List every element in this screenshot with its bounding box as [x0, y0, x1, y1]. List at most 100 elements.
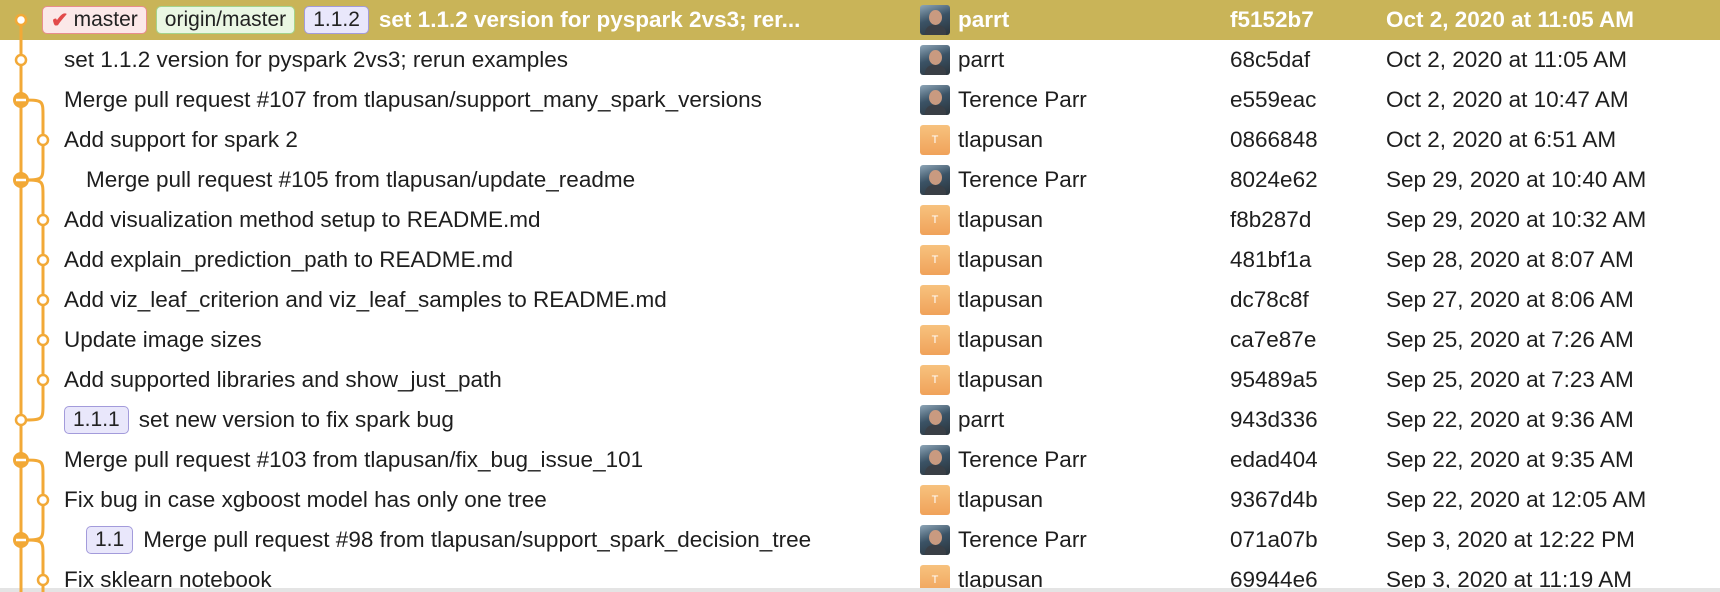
- commit-date: Sep 3, 2020 at 11:19 AM: [1386, 567, 1633, 592]
- commit-date: Sep 25, 2020 at 7:23 AM: [1386, 367, 1634, 392]
- remote-branch-badge[interactable]: origin/master: [155, 6, 296, 34]
- commit-row[interactable]: Fix bug in case xgboost model has only o…: [0, 480, 1720, 520]
- commit-graph: [13, 13, 50, 592]
- branch-badge[interactable]: ✔master: [42, 6, 147, 34]
- commit-row[interactable]: Add supported libraries and show_just_pa…: [0, 360, 1720, 400]
- commit-row[interactable]: Add explain_prediction_path to README.md…: [0, 240, 1720, 280]
- commit-date: Oct 2, 2020 at 11:05 AM: [1386, 47, 1627, 72]
- commit-subject-cell: Merge pull request #103 from tlapusan/fi…: [64, 440, 643, 480]
- avatar-photo-icon: [920, 525, 950, 555]
- commit-date: Oct 2, 2020 at 6:51 AM: [1386, 127, 1617, 152]
- commit-row[interactable]: Merge pull request #107 from tlapusan/su…: [0, 80, 1720, 120]
- commit-subject: set new version to fix spark bug: [138, 407, 454, 432]
- ref-badges: ✔master origin/master 1.1.2: [42, 6, 369, 34]
- tag-badge[interactable]: 1.1.1: [64, 406, 129, 434]
- commit-author: tlapusan: [958, 487, 1044, 512]
- commit-subject: Fix bug in case xgboost model has only o…: [64, 487, 547, 512]
- commit-subject-cell: Add viz_leaf_criterion and viz_leaf_samp…: [64, 280, 667, 320]
- graph-commit-node: [14, 13, 28, 27]
- commit-subject: Merge pull request #105 from tlapusan/up…: [86, 167, 636, 192]
- graph-commit-node: [14, 413, 28, 427]
- commit-subject: Merge pull request #103 from tlapusan/fi…: [64, 447, 644, 472]
- commit-date: Sep 25, 2020 at 7:26 AM: [1386, 327, 1634, 352]
- commit-subject: Add explain_prediction_path to README.md: [64, 247, 514, 272]
- commit-sha: 481bf1a: [1230, 247, 1312, 272]
- graph-commit-node: [36, 213, 50, 227]
- commit-sha: 8024e62: [1230, 167, 1318, 192]
- ref-label: master: [73, 8, 138, 31]
- avatar-photo-icon: [920, 445, 950, 475]
- commit-subject-cell: Fix bug in case xgboost model has only o…: [64, 480, 547, 520]
- commit-author-cell: Terence Parr: [920, 80, 1087, 120]
- commit-date: Oct 2, 2020 at 11:05 AM: [1386, 7, 1635, 32]
- ref-badges: 1.1.1: [64, 406, 129, 434]
- commit-sha: f8b287d: [1230, 207, 1312, 232]
- avatar-photo-icon: [920, 405, 950, 435]
- commit-row[interactable]: Merge pull request #103 from tlapusan/fi…: [0, 440, 1720, 480]
- commit-sha: 95489a5: [1230, 367, 1318, 392]
- commit-subject-cell: ✔master origin/master 1.1.2 set 1.1.2 versi…: [42, 0, 800, 40]
- ref-label: 1.1.2: [313, 8, 360, 31]
- commit-row[interactable]: Add viz_leaf_criterion and viz_leaf_samp…: [0, 280, 1720, 320]
- commit-subject-cell: Add explain_prediction_path to README.md: [64, 240, 513, 280]
- list-bottom-border: [0, 588, 1720, 592]
- commit-subject-cell: Add visualization method setup to README…: [64, 200, 540, 240]
- commit-author-cell: Terence Parr: [920, 440, 1087, 480]
- commit-date: Sep 28, 2020 at 8:07 AM: [1386, 247, 1634, 272]
- avatar-initial-icon: T: [920, 485, 950, 515]
- commit-sha: dc78c8f: [1230, 287, 1309, 312]
- commit-author: Terence Parr: [958, 447, 1087, 472]
- tag-badge[interactable]: 1.1: [86, 526, 134, 554]
- commit-author: parrt: [958, 407, 1005, 432]
- avatar-initial-icon: T: [920, 125, 950, 155]
- commit-row[interactable]: Add visualization method setup to README…: [0, 200, 1720, 240]
- commit-subject-cell: Merge pull request #107 from tlapusan/su…: [64, 80, 762, 120]
- graph-commit-node: [36, 133, 50, 147]
- graph-commit-node: [14, 53, 28, 67]
- commit-author-cell: parrt: [920, 400, 1004, 440]
- commit-author-cell: Terence Parr: [920, 160, 1087, 200]
- commit-subject-cell: Update image sizes: [64, 320, 262, 360]
- commit-subject: Merge pull request #98 from tlapusan/sup…: [143, 527, 812, 552]
- commit-subject-cell: 1.1.1 set new version to fix spark bug: [64, 400, 454, 440]
- commit-subject-cell: Add support for spark 2: [64, 120, 298, 160]
- commit-row[interactable]: 1.1.1 set new version to fix spark bug par…: [0, 400, 1720, 440]
- avatar-initial-icon: T: [920, 325, 950, 355]
- commit-date: Sep 27, 2020 at 8:06 AM: [1386, 287, 1634, 312]
- avatar-photo-icon: [920, 5, 950, 35]
- tag-badge[interactable]: 1.1.2: [304, 6, 369, 34]
- commit-sha: f5152b7: [1230, 7, 1314, 32]
- avatar-initial-icon: T: [920, 205, 950, 235]
- commit-row[interactable]: ✔master origin/master 1.1.2 set 1.1.2 versi…: [0, 0, 1720, 40]
- commit-sha: e559eac: [1230, 87, 1317, 112]
- commit-author: tlapusan: [958, 287, 1044, 312]
- commit-sha: 943d336: [1230, 407, 1318, 432]
- commit-subject: Add support for spark 2: [64, 127, 298, 152]
- graph-commit-node: [36, 253, 50, 267]
- avatar-initial-icon: T: [920, 565, 950, 592]
- commit-sha: 071a07b: [1230, 527, 1318, 552]
- commit-date: Sep 3, 2020 at 12:22 PM: [1386, 527, 1635, 552]
- commit-author: Terence Parr: [958, 167, 1087, 192]
- commit-subject: set 1.1.2 version for pyspark 2vs3; reru…: [64, 47, 568, 72]
- commit-row[interactable]: set 1.1.2 version for pyspark 2vs3; reru…: [0, 40, 1720, 80]
- commit-author: tlapusan: [958, 247, 1044, 272]
- avatar-photo-icon: [920, 85, 950, 115]
- commit-author: tlapusan: [958, 127, 1044, 152]
- commit-row[interactable]: 1.1 Merge pull request #98 from tlapusan/…: [0, 520, 1720, 560]
- commit-date: Sep 22, 2020 at 9:36 AM: [1386, 407, 1634, 432]
- commit-subject: set 1.1.2 version for pyspark 2vs3; rer.…: [378, 7, 801, 32]
- commit-subject: Add viz_leaf_criterion and viz_leaf_samp…: [64, 287, 667, 312]
- commit-row[interactable]: Merge pull request #105 from tlapusan/up…: [0, 160, 1720, 200]
- commit-author: tlapusan: [958, 567, 1044, 592]
